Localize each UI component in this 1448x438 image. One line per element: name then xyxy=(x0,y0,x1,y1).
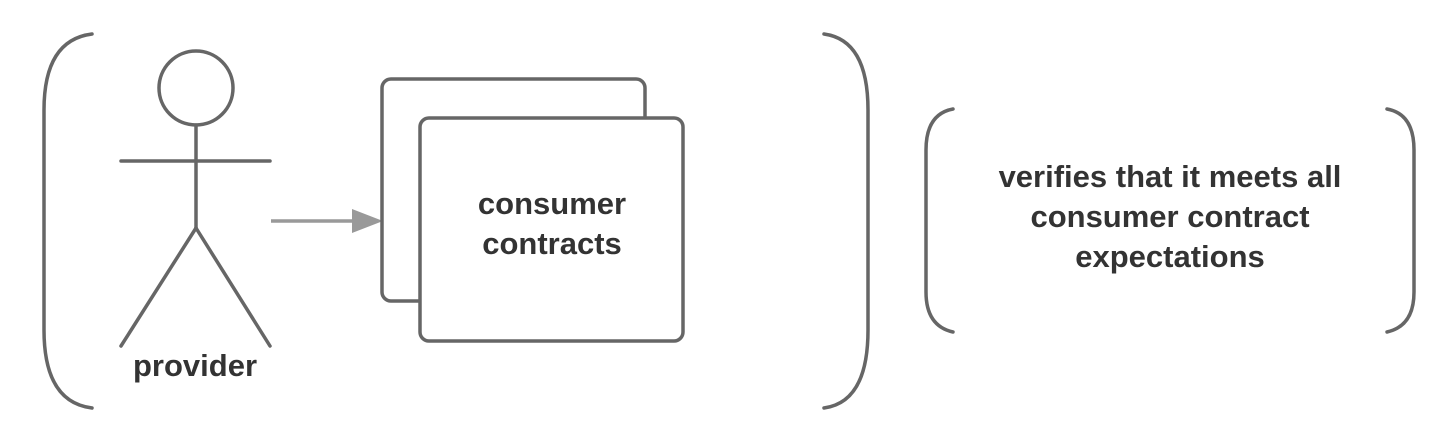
contract-card-front xyxy=(418,116,685,343)
note-brackets xyxy=(924,107,1416,334)
provider-group-brackets xyxy=(42,32,870,410)
provider-actor-icon xyxy=(119,49,272,348)
left-open-bracket xyxy=(42,32,94,410)
note-line-2: consumer contract xyxy=(1030,199,1309,234)
note-line-3: expectations xyxy=(1075,239,1265,274)
contracts-label-line1: consumer xyxy=(478,186,626,221)
note-open-bracket xyxy=(924,107,955,334)
consumer-contracts-stack xyxy=(380,77,685,343)
provider-label: provider xyxy=(133,348,257,383)
flow-arrow xyxy=(271,209,383,233)
contracts-label-line2: contracts xyxy=(482,226,622,261)
note-line-1: verifies that it meets all xyxy=(999,159,1342,194)
left-close-bracket xyxy=(822,32,870,410)
note-close-bracket xyxy=(1385,107,1416,334)
